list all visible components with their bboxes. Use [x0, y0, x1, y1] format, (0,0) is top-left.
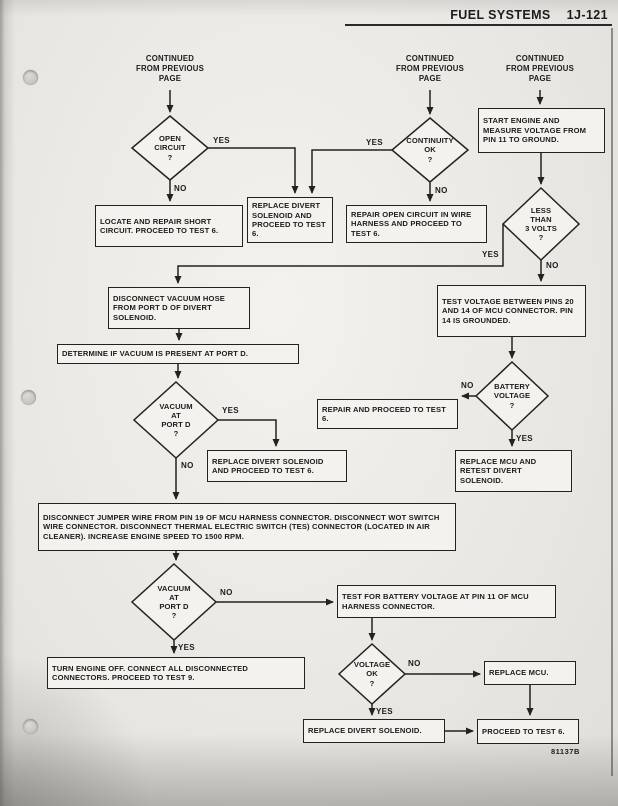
- replace-divert-solenoid-box-2: REPLACE DIVERT SOLENOID AND PROCEED TO T…: [207, 450, 347, 482]
- determine-vacuum-box: DETERMINE IF VACUUM IS PRESENT AT PORT D…: [57, 344, 299, 364]
- edge-label-no-battery: NO: [461, 381, 474, 390]
- locate-repair-short-box: LOCATE AND REPAIR SHORT CIRCUIT. PROCEED…: [95, 205, 243, 247]
- open-circuit-decision: OPEN CIRCUIT ?: [154, 134, 186, 162]
- hole-punch-middle: [21, 390, 36, 405]
- header-page-number: 1J-121: [566, 8, 608, 22]
- edge-label-yes-open-circuit: YES: [213, 136, 230, 145]
- edge-label-no-voltage-ok: NO: [408, 659, 421, 668]
- start-engine-box: START ENGINE AND MEASURE VOLTAGE FROM PI…: [478, 108, 605, 153]
- vacuum-at-port-d-decision-1: VACUUM AT PORT D ?: [159, 401, 193, 439]
- scan-right-edge: [611, 28, 613, 776]
- turn-engine-off-box: TURN ENGINE OFF. CONNECT ALL DISCONNECTE…: [47, 657, 305, 689]
- edge-label-no-vacuum-2: NO: [220, 588, 233, 597]
- less-than-3-volts-decision: LESS THAN 3 VOLTS ?: [525, 205, 557, 243]
- disconnect-jumper-wire-box: DISCONNECT JUMPER WIRE FROM PIN 19 OF MC…: [38, 503, 456, 551]
- hole-punch-bottom: [23, 719, 38, 734]
- edge-label-yes-continuity: YES: [366, 138, 383, 147]
- voltage-ok-decision: VOLTAGE OK ?: [353, 660, 391, 688]
- edge-label-yes-voltage-ok: YES: [376, 707, 393, 716]
- continued-label-right: CONTINUED FROM PREVIOUS PAGE: [505, 54, 574, 84]
- replace-mcu-retest-box: REPLACE MCU AND RETEST DIVERT SOLENOID.: [455, 450, 572, 492]
- header-rule: [345, 24, 612, 27]
- edge-label-no-less-than-3v: NO: [546, 261, 559, 270]
- continued-label-left: CONTINUED FROM PREVIOUS PAGE: [135, 54, 204, 84]
- battery-voltage-decision: BATTERY VOLTAGE ?: [493, 382, 531, 410]
- continuity-ok-decision: CONTINUITY OK ?: [406, 136, 454, 164]
- replace-divert-solenoid-box-1: REPLACE DIVERT SOLENOID AND PROCEED TO T…: [247, 197, 333, 243]
- proceed-to-test-6-box: PROCEED TO TEST 6.: [477, 719, 579, 744]
- edge-label-no-continuity: NO: [435, 186, 448, 195]
- figure-number: 81137B: [551, 747, 580, 756]
- repair-open-circuit-box: REPAIR OPEN CIRCUIT IN WIRE HARNESS AND …: [346, 205, 487, 243]
- edge-label-yes-vacuum-2: YES: [178, 643, 195, 652]
- edge-label-no-open-circuit: NO: [174, 184, 187, 193]
- disconnect-vacuum-hose-box: DISCONNECT VACUUM HOSE FROM PORT D OF DI…: [108, 287, 250, 329]
- replace-divert-solenoid-box-3: REPLACE DIVERT SOLENOID.: [303, 719, 445, 743]
- test-battery-pin11-box: TEST FOR BATTERY VOLTAGE AT PIN 11 OF MC…: [337, 585, 556, 618]
- replace-mcu-box: REPLACE MCU.: [484, 661, 576, 685]
- edge-label-yes-battery: YES: [516, 434, 533, 443]
- edge-label-yes-vacuum-1: YES: [222, 406, 239, 415]
- test-voltage-pins-box: TEST VOLTAGE BETWEEN PINS 20 AND 14 OF M…: [437, 285, 586, 337]
- header-title: FUEL SYSTEMS: [450, 8, 551, 22]
- edge-label-yes-less-than-3v: YES: [482, 250, 499, 259]
- hole-punch-top: [23, 70, 38, 85]
- page-header: FUEL SYSTEMS 1J-121: [340, 8, 608, 22]
- continued-label-middle: CONTINUED FROM PREVIOUS PAGE: [395, 54, 464, 84]
- vacuum-at-port-d-decision-2: VACUUM AT PORT D ?: [157, 583, 191, 621]
- repair-and-proceed-box: REPAIR AND PROCEED TO TEST 6.: [317, 399, 458, 429]
- edge-label-no-vacuum-1: NO: [181, 461, 194, 470]
